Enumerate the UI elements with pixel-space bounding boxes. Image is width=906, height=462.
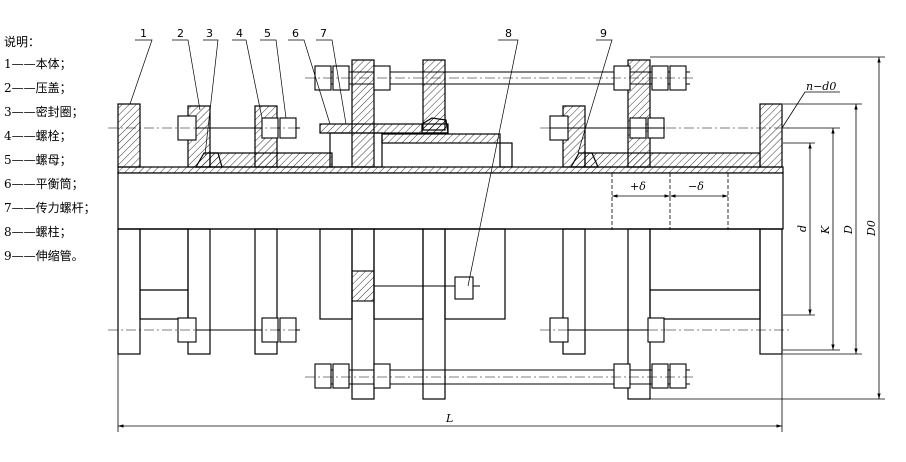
left-flange-lower (117, 228, 141, 355)
legend-item-1: 1——本体； (4, 57, 72, 71)
right-flange-lower (759, 228, 783, 355)
stroke-dimensions (611, 173, 729, 230)
callout-labels: 1 2 3 4 5 6 7 8 9 (140, 27, 607, 40)
callout-7: 7 (320, 27, 327, 40)
K-label: K (819, 225, 832, 235)
right-flange-section (759, 103, 783, 168)
left-flange-section (117, 103, 141, 168)
callout-8: 8 (505, 27, 512, 40)
center-lines (108, 77, 790, 378)
callout-6: 6 (292, 27, 299, 40)
callout-3: 3 (206, 27, 213, 40)
legend-item-5: 5——螺母； (4, 153, 72, 167)
legend-item-8: 8——螺柱； (4, 225, 72, 239)
legend-item-3: 3——密封圈； (4, 105, 84, 119)
callout-9: 9 (600, 27, 607, 40)
legend-title: 说明： (4, 35, 41, 49)
legend-item-6: 6——平衡筒； (4, 177, 84, 191)
D0-label: D0 (865, 220, 878, 237)
plus-delta-label: +δ (630, 180, 646, 193)
legend: 说明： 1——本体； 2——压盖； 3——密封圈； 4——螺栓； 5——螺母； … (4, 30, 96, 268)
diameter-dimensions (117, 56, 885, 432)
legend-item-9: 9——伸缩管。 (4, 249, 84, 263)
L-label: L (445, 412, 453, 425)
legend-item-2: 2——压盖； (4, 81, 72, 95)
bolts (177, 65, 690, 389)
minus-delta-label: −δ (688, 180, 704, 193)
D-label: D (842, 225, 855, 235)
flange-holes-label: n−d0 (806, 80, 836, 93)
callout-5: 5 (264, 27, 271, 40)
callout-leaders (129, 39, 613, 287)
dimension-labels: n−d0 +δ −δ d K D D0 L (445, 80, 878, 425)
legend-item-7: 7——传力螺杆； (4, 201, 96, 215)
d-label: d (796, 225, 809, 232)
body-outline (117, 59, 784, 400)
callout-4: 4 (236, 27, 243, 40)
callout-2: 2 (177, 27, 184, 40)
callout-1: 1 (140, 27, 147, 40)
legend-item-4: 4——螺栓； (4, 129, 72, 143)
